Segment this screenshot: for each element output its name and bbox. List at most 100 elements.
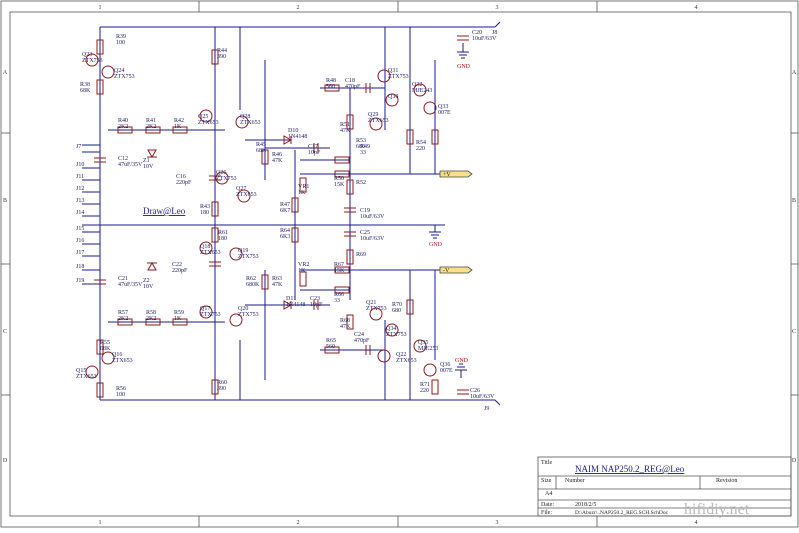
component-ref: C16 [176,174,186,180]
transistors [85,53,437,379]
zone-row-d-right: D [792,458,797,464]
component-value: 560 [326,84,335,90]
component-ref: R41 [146,118,156,124]
component-ref: C17 [308,144,318,150]
component-value: 68K [80,88,91,94]
component-ref: Z1 [143,158,150,164]
component-ref: Q22 [396,352,406,358]
component-value: 47uF/35V [118,282,143,288]
connector-label: J10 [76,162,84,168]
component-value: 47K [340,128,351,134]
component-value: 180 [218,236,227,242]
component-ref: R63 [272,276,282,282]
component-ref: R42 [174,118,184,124]
component-ref: Q33 [438,104,448,110]
component-ref: C25 [360,230,370,236]
component-ref: R48 [326,78,336,84]
component-value: 680 [356,144,365,150]
component-value: 100 [116,392,125,398]
component-ref: R53 [356,138,366,144]
component-value: 180 [200,210,209,216]
component-value: 007E [440,368,453,374]
file-value: D:\Abuzr\..NAP250.2_REG.SCH.SchDoc [575,510,669,516]
rail-flags [439,170,473,274]
component-ref: Q15 [76,368,86,374]
component-value: 10pF [310,302,323,308]
component-value: 220pF [176,180,192,186]
component-ref: Q28 [240,114,250,120]
component-value: ZTX653 [112,358,133,364]
capacitors [94,35,469,395]
component-ref: R47 [280,202,290,208]
component-value: ZTX653 [76,374,97,380]
component-ref: Q35 [418,340,428,346]
component-ref: VR2 [298,262,309,268]
component-value: 10uF/63V [360,214,385,220]
component-ref: Q16 [112,352,122,358]
zone-col-2-top: 2 [297,5,300,11]
component-value: 680K [246,282,260,288]
component-ref: Q21 [366,300,376,306]
component-ref: R38 [80,82,90,88]
component-ref: Q30 [388,94,398,100]
component-ref: C20 [472,30,482,36]
component-value: 220 [416,146,425,152]
component-value: ZTX653 [236,192,257,198]
component-value: ZTX653 [198,120,219,126]
component-ref: R49 [360,144,370,150]
component-value: ZTX753 [388,74,409,80]
component-value: 68K [256,148,267,154]
component-value: 470pF [345,84,361,90]
component-value: 10pF [308,150,321,156]
zone-col-3-bottom: 3 [496,520,499,526]
component-ref: R43 [200,204,210,210]
component-ref: Q27 [236,186,246,192]
component-value: 100 [116,40,125,46]
component-ref: C18 [345,78,355,84]
component-value: ZTX653 [240,120,261,126]
zone-row-c-right: C [792,329,796,335]
connector-label: J13 [76,198,84,204]
component-value: 10uF/63V [472,36,497,42]
component-value: ZTX653 [396,358,417,364]
component-ref: R62 [246,276,256,282]
component-value: 2K2 [146,124,156,130]
title-label: Title [541,460,552,466]
connector-label: J18 [76,264,84,270]
component-ref: R40 [118,118,128,124]
component-ref: C26 [470,388,480,394]
component-value: 6K7 [280,208,290,214]
component-ref: R45 [256,142,266,148]
component-value: 560 [326,344,335,350]
ground-symbols [429,43,469,378]
component-ref: R67 [334,262,344,268]
connector-pins [82,21,501,406]
component-value: 1K [298,268,306,274]
component-ref: C22 [172,262,182,268]
component-ref: R60 [217,380,227,386]
component-value: 10uF/63V [470,394,495,400]
component-value: ZTX653 [200,250,221,256]
connector-label: J12 [76,186,84,192]
zone-col-3-top: 3 [496,5,499,11]
component-value: 10uF/63V [360,236,385,242]
component-ref: D11 [286,296,296,302]
component-ref: R64 [280,228,290,234]
component-ref: C21 [118,276,128,282]
connector-label: J19 [76,278,84,284]
component-ref: Q36 [440,362,450,368]
ground-label-bottom: GND [455,358,469,364]
connector-label: J15 [76,226,84,232]
component-ref: Q26 [216,170,226,176]
component-ref: R66 [334,292,344,298]
component-ref: R56 [116,386,126,392]
date-label: Date: [541,502,554,508]
ground-label-top: GND [457,64,471,70]
rail-positive-label: +V [443,172,451,178]
connector-label: J16 [76,238,84,244]
component-value: 1N4148 [288,134,307,140]
component-value: 220 [420,388,429,394]
zone-row-a-left: A [3,70,8,76]
